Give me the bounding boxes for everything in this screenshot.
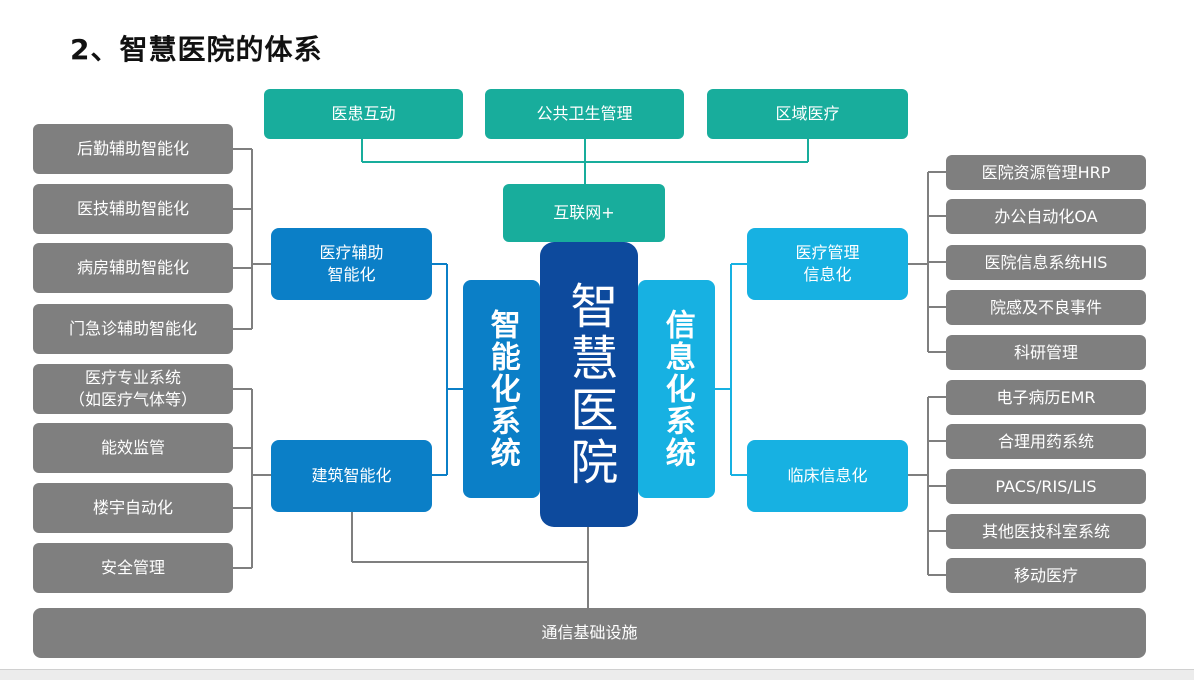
left-item-energy: 能效监管 <box>33 423 233 473</box>
left-item-ward: 病房辅助智能化 <box>33 243 233 293</box>
right-item-other-medtech: 其他医技科室系统 <box>946 514 1146 549</box>
category-medical-auxiliary: 医疗辅助 智能化 <box>271 228 432 300</box>
left-item-medical-system: 医疗专业系统 （如医疗气体等） <box>33 364 233 414</box>
right-item-infection: 院感及不良事件 <box>946 290 1146 325</box>
smart-hospital-column: 智慧医院 <box>540 242 638 527</box>
right-item-pacs: PACS/RIS/LIS <box>946 469 1146 504</box>
page-title: 2、智慧医院的体系 <box>70 33 323 66</box>
top-node-patient-interaction: 医患互动 <box>264 89 463 139</box>
top-node-regional-medical: 区域医疗 <box>707 89 908 139</box>
left-item-medtech: 医技辅助智能化 <box>33 184 233 234</box>
right-item-oa: 办公自动化OA <box>946 199 1146 234</box>
information-system-column: 信息化系统 <box>638 280 715 498</box>
intelligent-system-column: 智能化系统 <box>463 280 540 498</box>
infrastructure-bar: 通信基础设施 <box>33 608 1146 658</box>
left-item-security: 安全管理 <box>33 543 233 593</box>
right-item-hrp: 医院资源管理HRP <box>946 155 1146 190</box>
right-item-emr: 电子病历EMR <box>946 380 1146 415</box>
right-item-rational-drug: 合理用药系统 <box>946 424 1146 459</box>
internet-plus-node: 互联网+ <box>503 184 665 242</box>
left-item-logistics: 后勤辅助智能化 <box>33 124 233 174</box>
right-item-research: 科研管理 <box>946 335 1146 370</box>
right-item-mobile: 移动医疗 <box>946 558 1146 593</box>
category-medical-management: 医疗管理 信息化 <box>747 228 908 300</box>
right-item-his: 医院信息系统HIS <box>946 245 1146 280</box>
top-node-public-health: 公共卫生管理 <box>485 89 684 139</box>
left-item-building-automation: 楼宇自动化 <box>33 483 233 533</box>
bottom-divider <box>0 669 1194 680</box>
category-building-intelligence: 建筑智能化 <box>271 440 432 512</box>
left-item-outpatient: 门急诊辅助智能化 <box>33 304 233 354</box>
category-clinical: 临床信息化 <box>747 440 908 512</box>
